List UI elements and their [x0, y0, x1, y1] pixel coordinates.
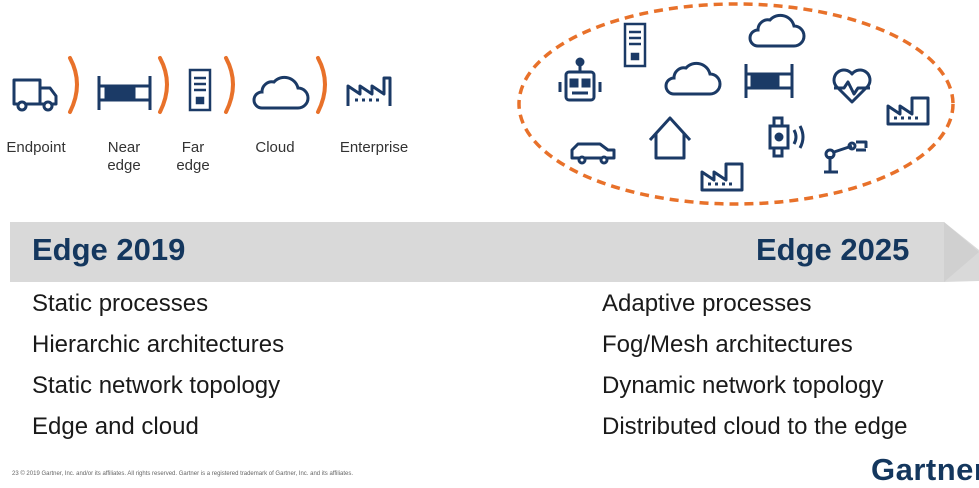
- tier-label-cloud: Cloud: [255, 139, 295, 156]
- list-item: Edge and cloud: [32, 413, 199, 440]
- gartner-logo: Gartner: [871, 452, 979, 487]
- list-item: Adaptive processes: [602, 290, 812, 317]
- list-item: Distributed cloud to the edge: [602, 413, 908, 440]
- banner-title-2025: Edge 2025: [756, 232, 910, 267]
- list-item: Dynamic network topology: [602, 372, 884, 399]
- edge-2025-list: Adaptive processes Fog/Mesh architecture…: [602, 290, 908, 454]
- list-item: Fog/Mesh architectures: [602, 331, 853, 358]
- list-item: Static network topology: [32, 372, 281, 399]
- copyright-footer: 23 © 2019 Gartner, Inc. and/or its affil…: [12, 471, 354, 477]
- list-item: Static processes: [32, 290, 209, 317]
- tier-label-far-edge: Far edge: [176, 139, 210, 174]
- list-item: Hierarchic architectures: [32, 331, 285, 358]
- tier-label-enterprise: Enterprise: [339, 139, 409, 156]
- edge-2019-list: Static processes Hierarchic architecture…: [32, 290, 284, 454]
- tier-label-endpoint: Endpoint: [6, 139, 66, 156]
- banner-title-2019: Edge 2019: [32, 232, 186, 267]
- tier-label-near-edge: Near edge: [107, 139, 141, 174]
